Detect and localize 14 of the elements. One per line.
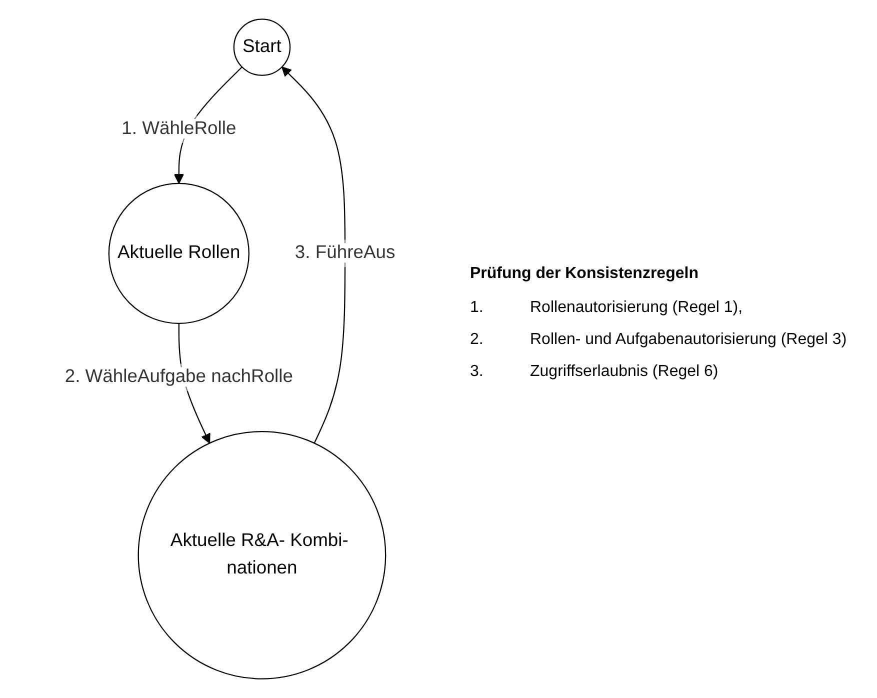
node-circle: Aktuelle R&A- Kombi- nationen [138,430,386,680]
arrow [281,66,346,444]
list-item: Zugriffserlaubnis (Regel 6) [530,363,720,381]
list-number: 1. [470,299,484,317]
list-heading: Prüfung der Konsistenzregeln [470,265,700,283]
edge-label: 2. WähleAufgabe nachRolle [64,367,293,387]
list-number: 2. [470,331,484,349]
edge-label: 3. FühreAus [294,243,396,263]
edge-label: 1. WähleRolle [122,119,236,139]
list-item: Rollen- und Aufgabenautorisierung (Regel 3) [530,331,848,349]
node-circle: Start [233,18,291,76]
list-item: Rollenautorisierung (Regel 1), [530,299,744,317]
node-circle: Aktuelle Rollen [108,182,250,324]
list-number: 3. [470,363,484,381]
